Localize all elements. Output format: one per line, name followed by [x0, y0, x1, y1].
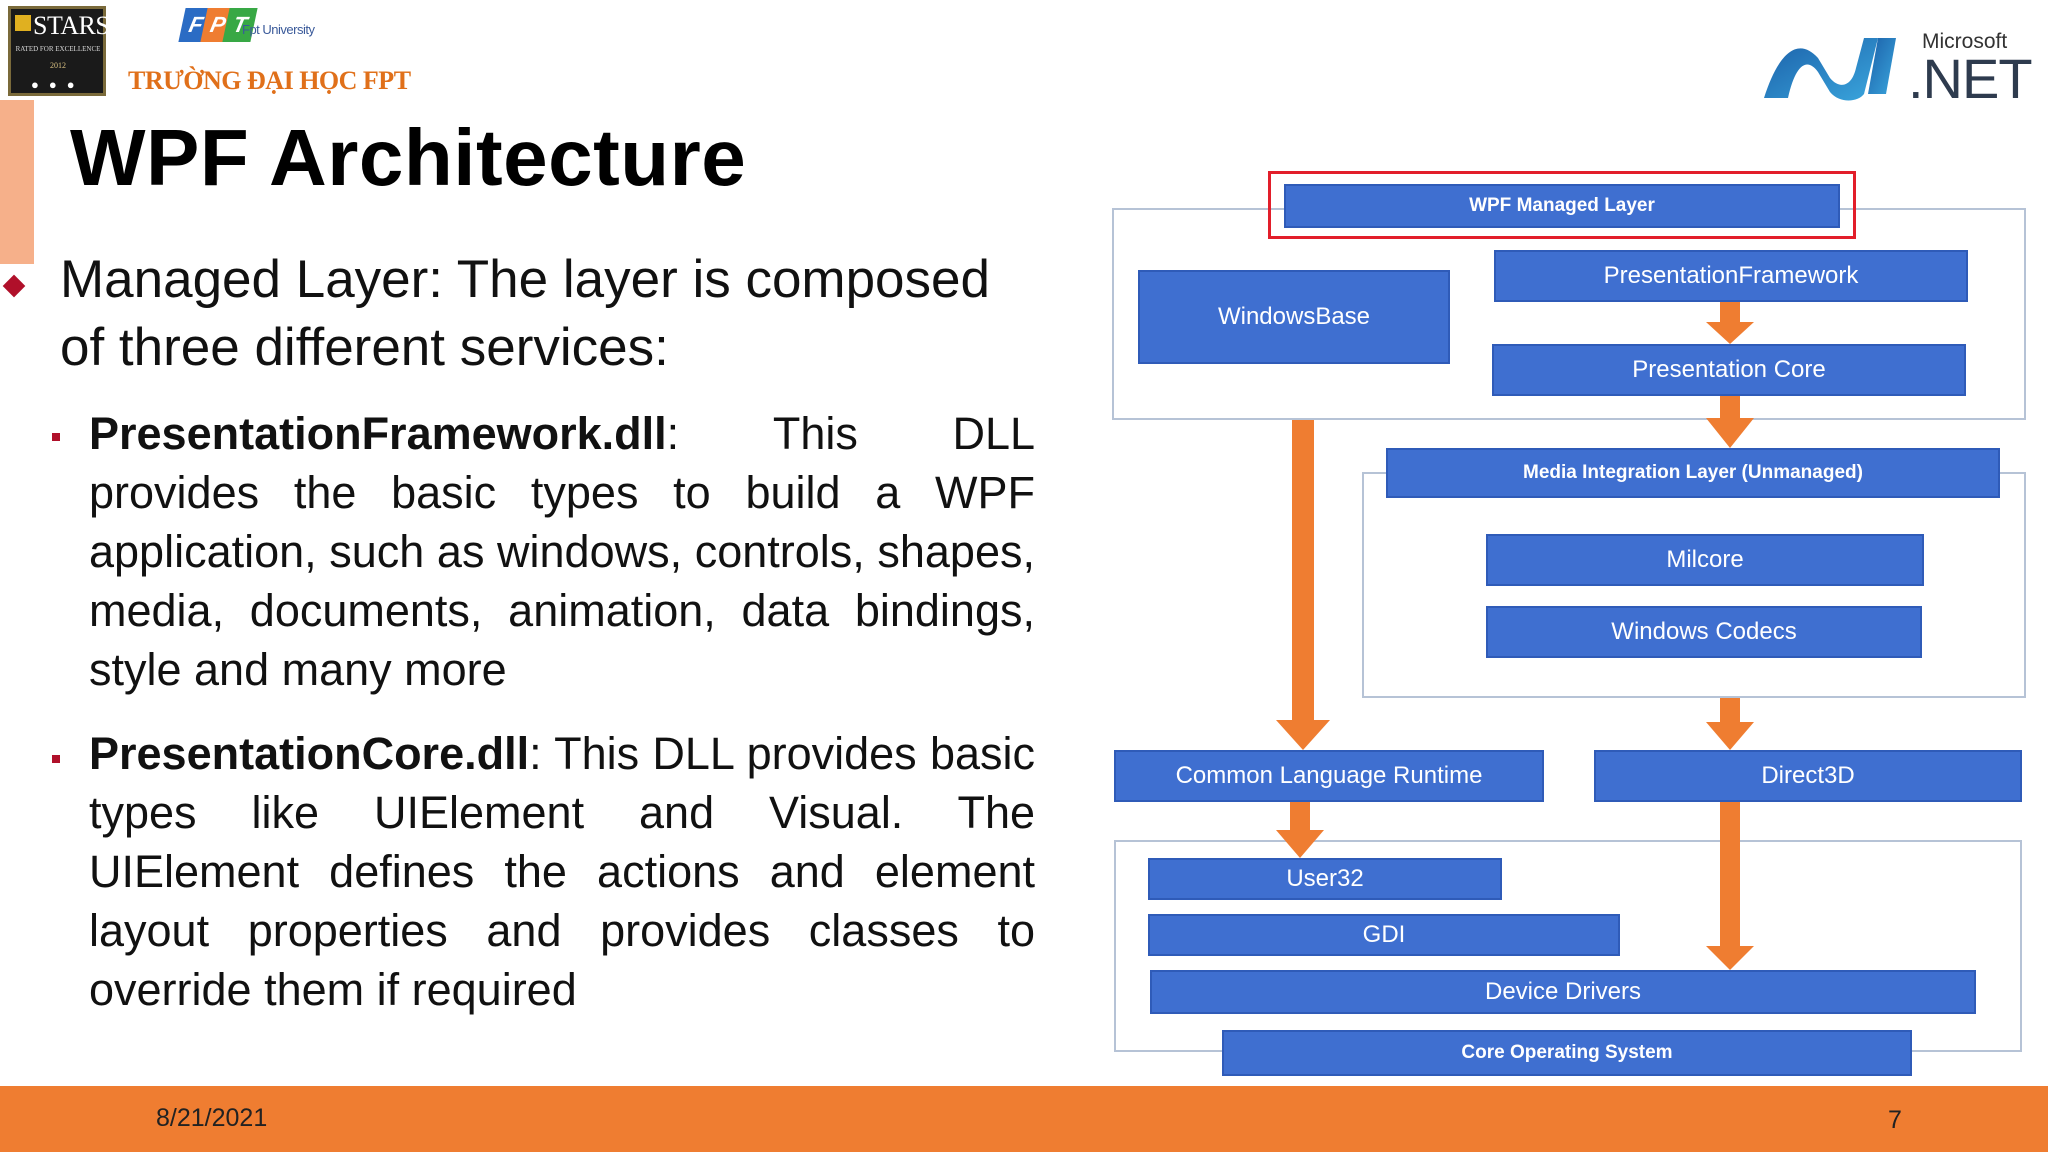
highlight-frame — [1268, 171, 1856, 239]
windowsbase-block: WindowsBase — [1138, 270, 1450, 364]
bullet-term: PresentationCore.dll — [89, 728, 530, 779]
dotnet-label: .NET — [1908, 47, 2033, 110]
bullet-presentation-framework: PresentationFramework.dll: This DLL prov… — [89, 404, 1035, 699]
presentation-framework-block: PresentationFramework — [1494, 250, 1968, 302]
bullet-text: : This DLL provides basic types like UIE… — [89, 728, 1035, 1015]
footer-bar — [0, 1086, 2048, 1152]
lead-paragraph: Managed Layer: The layer is composed of … — [60, 250, 990, 377]
arrow-down-icon — [1706, 698, 1754, 750]
fpt-university-label: Fpt University — [242, 22, 315, 37]
stars-logo-title: STARS — [33, 11, 110, 40]
media-integration-layer-block: Media Integration Layer (Unmanaged) — [1386, 448, 2000, 498]
user32-block: User32 — [1148, 858, 1502, 900]
windows-codecs-block: Windows Codecs — [1486, 606, 1922, 658]
wpf-managed-layer-block: WPF Managed Layer — [1284, 184, 1840, 228]
stars-rating-icon: ●●● — [31, 77, 85, 92]
fpt-university-name: TRƯỜNG ĐẠI HỌC FPT — [128, 66, 411, 95]
page-title: WPF Architecture — [70, 113, 747, 202]
microsoft-label: Microsoft — [1922, 30, 2008, 53]
square-bullet-icon — [52, 755, 60, 763]
arrow-down-icon — [1276, 420, 1330, 750]
device-drivers-block: Device Drivers — [1150, 970, 1976, 1014]
arrow-down-icon — [1706, 396, 1754, 448]
bullet-term: PresentationFramework.dll — [89, 408, 667, 459]
bullet-presentation-core: PresentationCore.dll: This DLL provides … — [89, 724, 1035, 1019]
bullet-text: : This DLL provides the basic types to b… — [89, 408, 1035, 695]
presentation-core-block: Presentation Core — [1492, 344, 1966, 396]
gdi-block: GDI — [1148, 914, 1620, 956]
title-accent-bar — [0, 100, 34, 264]
page-number: 7 — [1888, 1106, 1902, 1134]
direct3d-block: Direct3D — [1594, 750, 2022, 802]
dotnet-logo-icon — [1764, 38, 1896, 101]
stars-logo: STARS RATED FOR EXCELLENCE 2012 ●●● — [8, 6, 110, 96]
footer-date: 8/21/2021 — [156, 1104, 268, 1132]
core-os-block: Core Operating System — [1222, 1030, 1912, 1076]
stars-logo-subtitle: RATED FOR EXCELLENCE — [15, 45, 101, 53]
square-bullet-icon — [52, 433, 60, 441]
arrow-down-icon — [1276, 802, 1324, 858]
arrow-down-icon — [1706, 302, 1754, 344]
milcore-block: Milcore — [1486, 534, 1924, 586]
stars-logo-year: 2012 — [50, 61, 66, 70]
star-icon — [15, 15, 31, 31]
clr-block: Common Language Runtime — [1114, 750, 1544, 802]
arrow-down-icon — [1706, 802, 1754, 970]
